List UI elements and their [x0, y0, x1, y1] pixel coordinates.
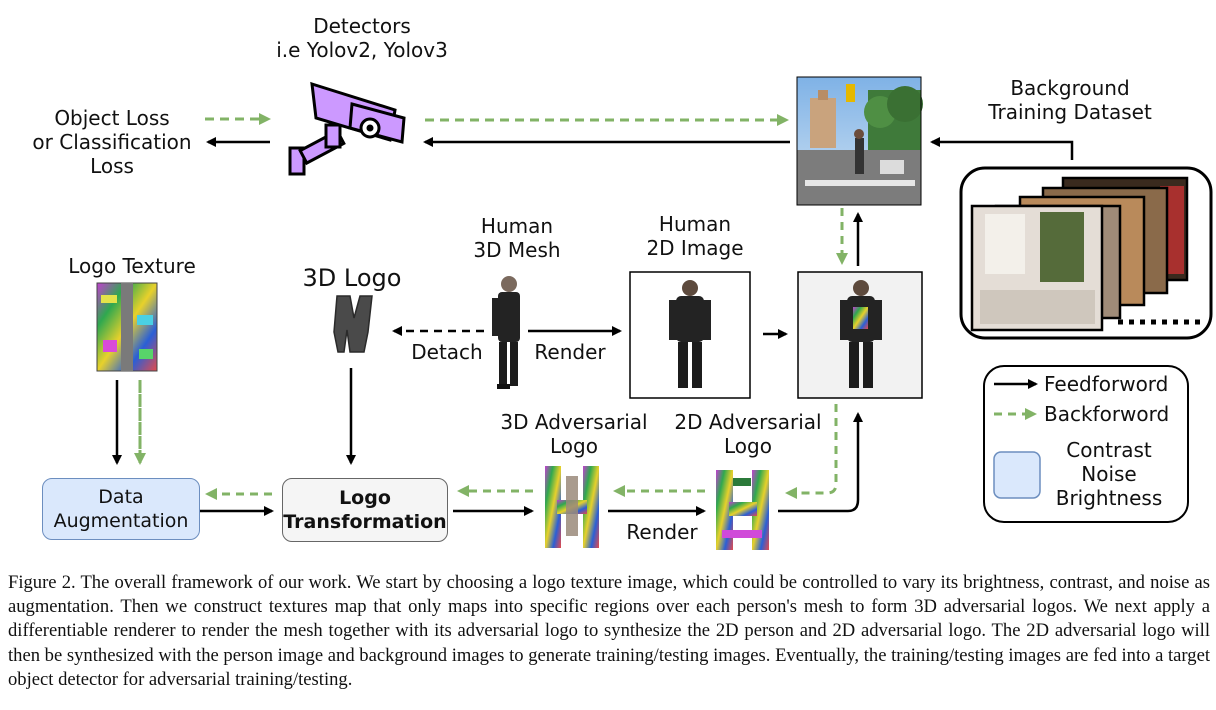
adv-logo-3d-image — [545, 466, 599, 548]
background-dataset-label-line2: Training Dataset — [988, 100, 1152, 124]
human-2d-label-line1: Human — [658, 212, 732, 236]
framework-diagram — [96, 76, 1213, 550]
adv-logo-2d-image — [716, 470, 769, 550]
arrow-dataset-to-scene — [930, 137, 1074, 160]
detectors-label: Detectors i.e Yolov2, Yolov3 — [262, 14, 462, 62]
render-top-label: Render — [534, 340, 606, 364]
human-2d-label: Human 2D Image — [640, 212, 750, 260]
street-scene-image — [796, 76, 923, 206]
logo-texture-image — [96, 282, 158, 372]
camera-icon — [288, 81, 406, 176]
detectors-label-line1: Detectors — [313, 14, 411, 38]
legend-augment-swatch — [993, 451, 1041, 499]
adv-3d-label: 3D Adversarial Logo — [486, 410, 662, 458]
human-mesh-label-line2: 3D Mesh — [473, 238, 561, 262]
dataset-image-stack — [970, 176, 1189, 332]
render-bottom-label: Render — [626, 520, 698, 544]
adv-3d-label-line2: Logo — [550, 434, 598, 458]
legend-backforward-label: Backforword — [1044, 402, 1170, 426]
composite-person-figure — [840, 280, 882, 388]
logo-3d-shape — [333, 295, 373, 353]
adv-2d-label: 2D Adversarial Logo — [660, 410, 836, 458]
logo-3d-label: 3D Logo — [302, 264, 402, 292]
legend-augment-line3: Brightness — [1055, 486, 1163, 510]
adv-2d-label-line1: 2D Adversarial — [674, 410, 822, 434]
arrow-composite-to-adv2d — [785, 404, 838, 499]
human-mesh-label: Human 3D Mesh — [462, 214, 572, 262]
loss-label: Object Loss or Classification Loss — [22, 106, 202, 178]
detach-label: Detach — [411, 340, 483, 364]
logo-transformation-line1: Logo — [339, 487, 391, 509]
background-dataset-label-line1: Background — [1010, 76, 1130, 100]
legend-augment-line1: Contrast — [1066, 438, 1152, 462]
logo-transformation-line2: Transformation — [283, 511, 447, 533]
logo-texture-label: Logo Texture — [68, 254, 196, 278]
human-mesh-figure — [492, 276, 520, 389]
legend-feedforward-label: Feedforword — [1044, 372, 1169, 396]
data-augmentation-line2: Augmentation — [53, 510, 189, 532]
data-augmentation-box: Data Augmentation — [42, 478, 200, 540]
detectors-label-line2: i.e Yolov2, Yolov3 — [276, 38, 448, 62]
data-augmentation-line1: Data — [98, 486, 144, 508]
arrow-adv2d-to-composite — [778, 412, 863, 513]
legend-augment-line2: Noise — [1081, 462, 1137, 486]
human-2d-label-line2: 2D Image — [646, 236, 744, 260]
legend-augment-label: Contrast Noise Brightness — [1046, 438, 1172, 510]
background-dataset-label: Background Training Dataset — [970, 76, 1170, 124]
adv-3d-label-line1: 3D Adversarial — [500, 410, 648, 434]
loss-label-line1: Object Loss — [54, 106, 170, 130]
human-2d-figure — [669, 280, 711, 388]
loss-label-line2: or Classification — [32, 130, 192, 154]
adv-2d-label-line2: Logo — [724, 434, 772, 458]
loss-label-line3: Loss — [90, 154, 134, 178]
figure-caption: Figure 2. The overall framework of our w… — [8, 572, 1210, 690]
logo-transformation-box: Logo Transformation — [282, 478, 448, 542]
human-mesh-label-line1: Human — [480, 214, 554, 238]
